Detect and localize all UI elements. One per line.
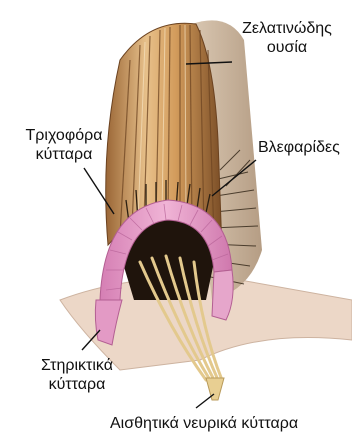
label-gelatinous-line-2: ουσία [232,38,342,57]
label-gelatinous-substance: Ζελατινώδης ουσία [232,19,342,57]
label-supporting-line-1: Στηρικτικά [22,356,132,375]
label-hair-cells-line-1: Τριχοφόρα [18,126,110,145]
label-supporting-cells: Στηρικτικά κύτταρα [22,356,132,394]
label-gelatinous-line-1: Ζελατινώδης [232,19,342,38]
label-sensory-nerve-cells: Αισθητικά νευρικά κύτταρα [110,414,298,433]
label-hair-cells-line-2: κύτταρα [18,145,110,164]
label-supporting-line-2: κύτταρα [22,375,132,394]
sensory-nerve-trunk [206,378,224,400]
label-cilia: Βλεφαρίδες [258,138,340,157]
label-hair-cells: Τριχοφόρα κύτταρα [18,126,110,164]
